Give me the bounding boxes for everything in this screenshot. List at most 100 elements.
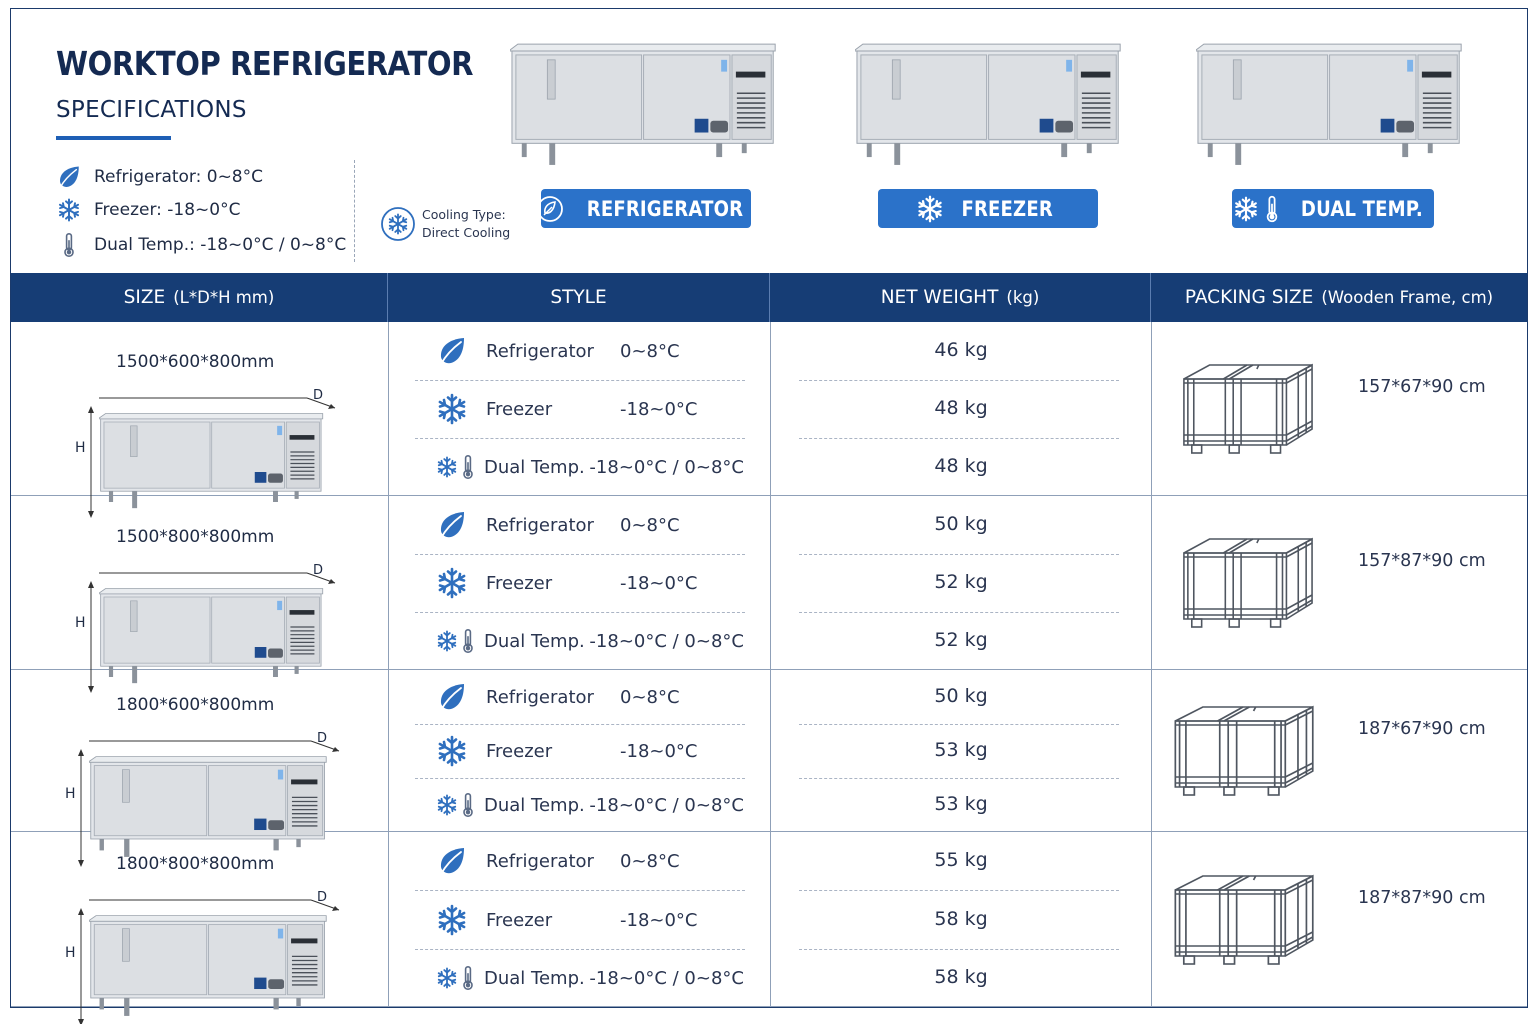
spec-dual-temp: Dual Temp.: -18~0°C / 0~8°C (56, 232, 346, 258)
net-weight: 46 kg (934, 339, 988, 361)
row-separator (415, 778, 745, 779)
cooling-type: Cooling Type: Direct Cooling (380, 206, 510, 242)
style-temp: -18~0°C (620, 398, 698, 420)
size-label: 1500*600*800mm (116, 352, 275, 372)
height-label: H (75, 615, 86, 631)
spec-text: Dual Temp.: -18~0°C / 0~8°C (94, 235, 347, 255)
row-separator (415, 380, 745, 381)
leaf-outline-icon (536, 195, 564, 223)
row-separator (415, 438, 745, 439)
style-line-1: Freezer -18~0°C (414, 391, 744, 427)
page-frame (10, 8, 1528, 1008)
row-separator (799, 778, 1119, 779)
dual-temp-icon (436, 627, 476, 655)
row-separator (415, 890, 745, 891)
style-name: Freezer (486, 909, 553, 931)
dimension-arrows (88, 397, 336, 518)
wooden-crate-image (1178, 535, 1316, 631)
thermometer-icon (56, 232, 82, 258)
dimension-arrows (78, 740, 340, 867)
header-net-weight: NET WEIGHT(kg) (770, 273, 1151, 322)
style-name: Dual Temp. (484, 456, 585, 478)
cooling-value: Direct Cooling (422, 225, 511, 240)
depth-label: D (317, 731, 328, 746)
leaf-icon (56, 164, 82, 190)
style-temp: 0~8°C (620, 686, 680, 708)
dual-temp-icon (1233, 195, 1281, 223)
header-size: SIZE(L*D*H mm) (11, 273, 388, 322)
style-temp: -18~0°C / 0~8°C (589, 456, 744, 478)
header-packing-size: PACKING SIZE(Wooden Frame, cm) (1184, 287, 1494, 308)
style-name: Freezer (486, 740, 553, 762)
wooden-crate-image (1178, 361, 1316, 457)
header-divider (354, 160, 355, 262)
row-separator (799, 612, 1119, 613)
style-line-1: Freezer-18~0°C (414, 902, 744, 938)
cooling-label: Cooling Type: (422, 207, 506, 222)
snowflake-icon (436, 735, 478, 767)
style-name: Dual Temp. (484, 967, 585, 989)
style-name: Refrigerator (486, 686, 594, 708)
style-temp: 0~8°C (620, 514, 680, 536)
leaf-icon (436, 681, 478, 713)
column-divider (770, 322, 771, 1007)
snowflake-icon (916, 195, 944, 223)
packing-size: 157*67*90 cm (1358, 377, 1486, 397)
dual-temp-product-image (1196, 42, 1471, 170)
page-title: WORKTOP REFRIGERATOR (56, 44, 473, 83)
spec-freezer: Freezer: -18~0°C (56, 197, 240, 223)
packing-size: 187*87*90 cm (1358, 888, 1486, 908)
net-weight: 48 kg (934, 455, 988, 477)
snowflake-icon (56, 197, 82, 223)
style-temp: 0~8°C (620, 340, 680, 362)
size-label: 1800*600*800mm (116, 695, 275, 715)
dual-temp-icon (436, 964, 476, 992)
net-weight: 53 kg (934, 793, 988, 815)
row-separator (415, 949, 745, 950)
depth-label: D (317, 890, 328, 905)
row-separator (799, 949, 1119, 950)
snowflake-icon (436, 904, 478, 936)
style-line-1: Freezer -18~0°C (414, 565, 744, 601)
dual-temp-icon (436, 453, 476, 481)
style-name: Dual Temp. (484, 630, 585, 652)
spec-text: Freezer: -18~0°C (94, 200, 241, 220)
height-label: H (65, 786, 76, 802)
style-temp: -18~0°C (620, 572, 698, 594)
dual-temp-icon (436, 791, 476, 819)
style-line-2: Dual Temp.-18~0°C / 0~8°C (414, 449, 744, 485)
style-line-2: Dual Temp.-18~0°C / 0~8°C (414, 787, 744, 823)
table-header: SIZE(L*D*H mm) STYLE NET WEIGHT(kg) PACK… (11, 273, 1527, 322)
depth-label: D (313, 563, 324, 578)
style-temp: 0~8°C (620, 850, 680, 872)
row-separator (799, 380, 1119, 381)
net-weight: 58 kg (934, 908, 988, 930)
height-label: H (75, 440, 86, 456)
refrigerator-product-image (510, 42, 785, 170)
badge-label: DUAL TEMP. (1300, 196, 1424, 221)
style-name: Freezer (486, 398, 553, 420)
net-weight: 50 kg (934, 513, 988, 535)
page-subtitle: SPECIFICATIONS (56, 97, 247, 123)
net-weight: 52 kg (934, 571, 988, 593)
leaf-icon (436, 845, 478, 877)
row-separator (799, 438, 1119, 439)
freezer-product-image (855, 42, 1130, 170)
leaf-icon (436, 335, 478, 367)
height-label: H (65, 945, 76, 961)
column-divider (388, 322, 389, 1007)
packing-size: 187*67*90 cm (1358, 719, 1486, 739)
style-line-1: Freezer-18~0°C (414, 733, 744, 769)
row-separator (415, 554, 745, 555)
net-weight: 58 kg (934, 966, 988, 988)
row-separator (415, 612, 745, 613)
badge-label: REFRIGERATOR (586, 196, 744, 221)
style-name: Freezer (486, 572, 553, 594)
column-divider (1151, 322, 1152, 1007)
style-line-0: Refrigerator 0~8°C (414, 679, 744, 715)
